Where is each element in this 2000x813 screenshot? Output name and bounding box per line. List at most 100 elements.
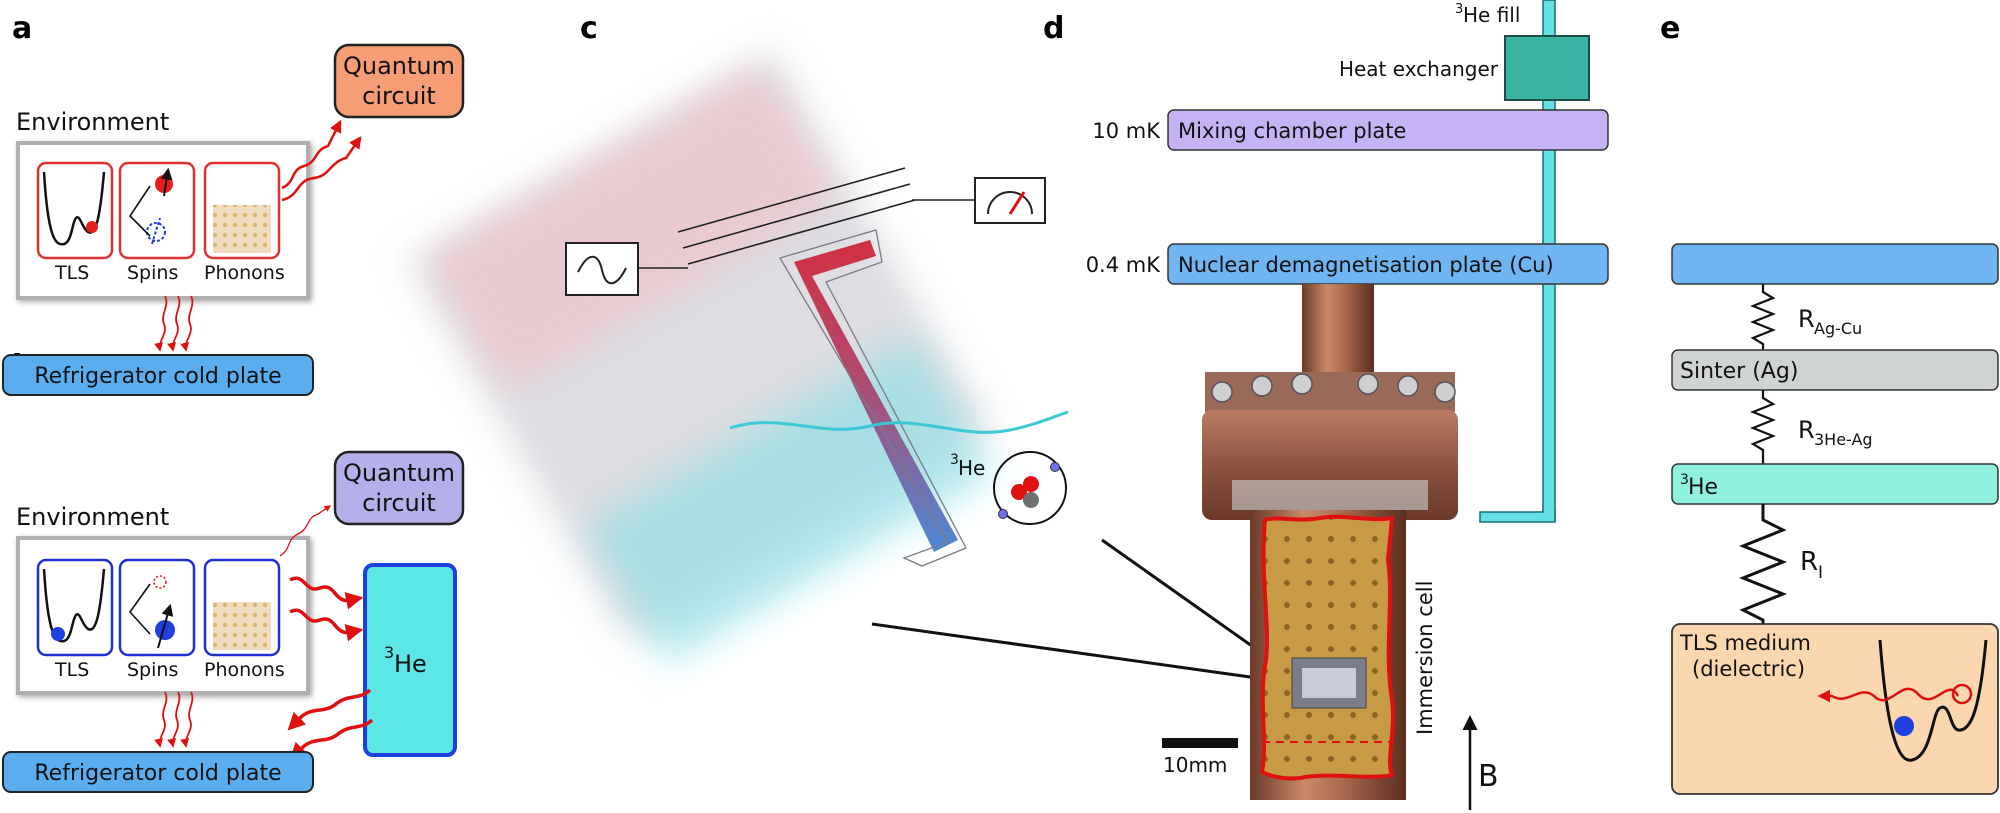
tls-box: [36, 161, 114, 260]
cold-plate-a: [2, 354, 314, 396]
phonon-lattice: [213, 205, 271, 253]
immersion-cell-outline: [1259, 514, 1395, 781]
meter-dial-icon: [987, 191, 1033, 215]
zoom-line-2: [871, 622, 1301, 686]
double-well-e: [1878, 639, 1988, 762]
mixing-chamber-label: Mixing chamber plate: [1178, 119, 1406, 143]
particle-blue-e: [1894, 716, 1914, 736]
wave-to-he3-2: [289, 608, 364, 642]
wave-arrow-1: [281, 119, 342, 190]
cu-plate-block: [1671, 243, 1999, 285]
scale-bar: [1162, 738, 1238, 748]
tls-medium-line2: (dielectric): [1692, 657, 1805, 681]
spin-icon-b: [128, 575, 175, 649]
temp-nuclear: 0.4 mK: [1086, 253, 1162, 277]
immersion-cell-label: Immersion cell: [1413, 581, 1437, 735]
wave-down-1: [154, 295, 168, 352]
electron-1: [1050, 462, 1060, 472]
heat-exchanger: [1504, 35, 1590, 101]
r-i-sub: I: [1818, 563, 1823, 583]
panel-a: Environment TLS Spins Phonons Quantum ci…: [2, 43, 465, 396]
heat-exchanger-label: Heat exchanger: [1339, 57, 1499, 81]
mixing-chamber-plate: [1167, 109, 1609, 151]
r-ag-cu-sub: Ag-Cu: [1814, 319, 1862, 338]
electron-2: [998, 509, 1008, 519]
spins-box: [118, 161, 196, 260]
he3-fill-label: He fill: [1463, 3, 1520, 27]
wave-he3-to-plate-1: [287, 688, 372, 731]
panel-label-a: a: [12, 11, 32, 46]
r-he-ag-label: R: [1798, 416, 1815, 444]
liquid-surface: [729, 410, 1069, 434]
quantum-circuit-box: [333, 43, 465, 119]
spin-flip-icon: [128, 167, 173, 245]
sinter-block: [1671, 349, 1999, 391]
phonons-label-b: Phonons: [204, 659, 285, 681]
scale-label: 10mm: [1163, 753, 1227, 777]
emission-wave-e: [1817, 687, 1960, 703]
tls-label: TLS: [54, 262, 89, 284]
quantum-circuit-box-b: [333, 450, 465, 526]
resonator: [779, 229, 967, 567]
resistor-he-ag: [1750, 390, 1776, 464]
particle-empty-e: [1951, 683, 1973, 705]
resistor-i: [1738, 504, 1788, 624]
he3-fill-sup: 3: [1455, 2, 1463, 17]
panel-b: Environment TLS Spins Phonons Quantum ci…: [2, 450, 465, 793]
particle-blue: [51, 627, 65, 641]
environment-label-b: Environment: [16, 503, 169, 531]
he3-text-c: He: [958, 456, 985, 480]
spins-label-b: Spins: [127, 659, 178, 681]
wave-down-2: [167, 295, 181, 352]
wave-thin-to-qc: [279, 505, 332, 557]
spins-box-b: [118, 558, 196, 657]
tls-medium-block: [1671, 623, 1999, 795]
wave-arrow-2: [281, 135, 362, 202]
panel-d: 3 He fill Heat exchanger Mixing chamber …: [1086, 0, 1609, 810]
quantum-circuit-line1: Quantum: [343, 52, 455, 80]
he3-sup-b: 3: [384, 643, 394, 662]
particle-red: [86, 221, 98, 233]
sinter-label: Sinter (Ag): [1680, 359, 1798, 384]
copper-rod: [1302, 284, 1374, 374]
environment-label: Environment: [16, 108, 169, 136]
tls-box-b: [36, 558, 114, 657]
panel-e: R Ag-Cu Sinter (Ag) R 3He-Ag 3 He R I TL…: [1671, 243, 1999, 795]
r-i-label: R: [1800, 547, 1818, 577]
wave-he3-to-plate-2: [289, 718, 374, 761]
r-he-ag-sub: 3He-Ag: [1814, 430, 1873, 449]
nuclear-demag-plate: [1167, 243, 1609, 285]
quantum-circuit-b-line2: circuit: [362, 489, 436, 517]
he3-text-e: He: [1688, 475, 1718, 500]
tls-label-b: TLS: [54, 659, 89, 681]
spins-label: Spins: [127, 262, 178, 284]
panel-label-e: e: [1660, 11, 1680, 46]
sine-wave-icon: [577, 255, 627, 285]
wave-down-b2: [167, 691, 181, 748]
quantum-circuit-line2: circuit: [362, 82, 436, 110]
b-field-label: B: [1478, 759, 1499, 794]
he3-text-b: He: [394, 650, 427, 678]
wave-down-3: [180, 295, 194, 352]
flange-top: [1205, 372, 1455, 412]
tls-medium-line1: TLS medium: [1679, 631, 1811, 655]
meter-box: [974, 177, 1046, 224]
phonon-lattice-b: [213, 602, 271, 650]
wave-to-he3-1: [289, 576, 364, 610]
he3-reservoir-b: [363, 563, 457, 757]
cold-plate-b-label: Refrigerator cold plate: [34, 761, 281, 786]
he3-sup-c: 3: [950, 452, 959, 468]
temp-mixing: 10 mK: [1092, 119, 1161, 143]
he3-atom-orbit: [993, 451, 1067, 525]
flange-bolts: [1211, 373, 1456, 403]
panel-label-c: c: [580, 11, 598, 46]
cold-plate-a-label: Refrigerator cold plate: [34, 364, 281, 389]
feedline: [677, 167, 916, 265]
phonons-label: Phonons: [204, 262, 285, 284]
wave-down-b1: [154, 691, 168, 748]
quantum-circuit-b-line1: Quantum: [343, 459, 455, 487]
panel-label-d: d: [1043, 11, 1064, 46]
nuclear-demag-label: Nuclear demagnetisation plate (Cu): [1178, 253, 1554, 277]
panel-c: 3 He: [408, 49, 1301, 686]
